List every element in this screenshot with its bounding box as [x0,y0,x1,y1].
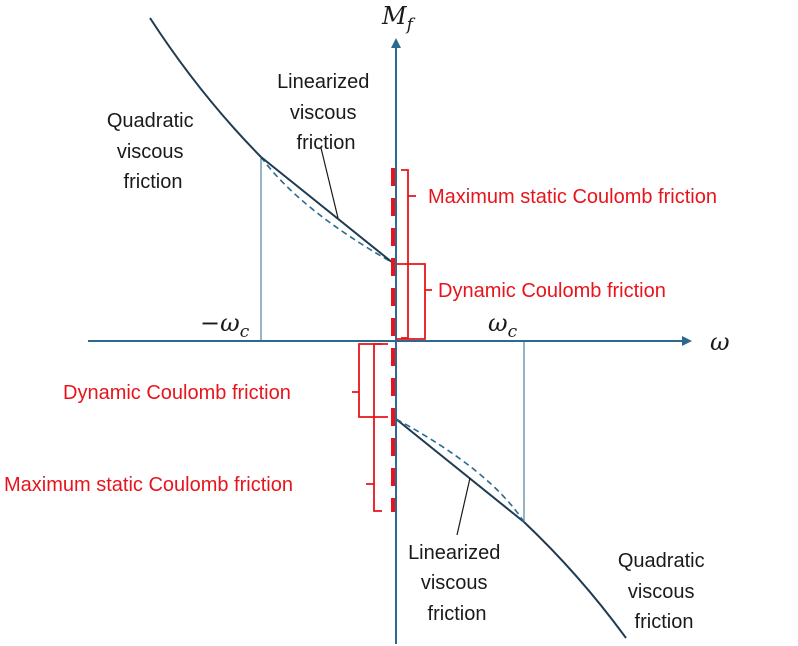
lower-linearized-pointer [456,477,471,536]
x-axis-label: ω [710,328,730,356]
upper-quadratic-label: Quadratic viscous friction [107,110,199,193]
upper-linearized-line [260,156,394,264]
lower-dynamic-bracket [352,343,388,418]
upper-dynamic-bracket [396,263,432,340]
pos-omega-c-label: ωc [488,309,518,342]
upper-max-static-bracket [401,169,416,339]
upper-dynamic-label: Dynamic Coulomb friction [438,280,666,302]
lower-quadratic-curve [523,521,627,639]
lower-linearized-label: Linearized viscous friction [408,542,506,625]
upper-quadratic-dashed [260,156,394,264]
lower-max-static-bracket [366,343,382,512]
upper-max-static-label: Maximum static Coulomb friction [428,186,717,208]
neg-omega-c-label: −ωc [200,309,250,342]
lower-linearized-line [395,418,525,523]
upper-quadratic-curve [149,17,262,158]
upper-linearized-label: Linearized viscous friction [277,71,375,154]
lower-quadratic-dashed [395,418,525,523]
y-axis-label: Mf [381,2,416,35]
lower-max-static-label: Maximum static Coulomb friction [4,474,293,496]
lower-quadratic-label: Quadratic viscous friction [618,550,710,633]
lower-dynamic-label: Dynamic Coulomb friction [63,382,291,404]
upper-linearized-pointer [320,147,339,219]
